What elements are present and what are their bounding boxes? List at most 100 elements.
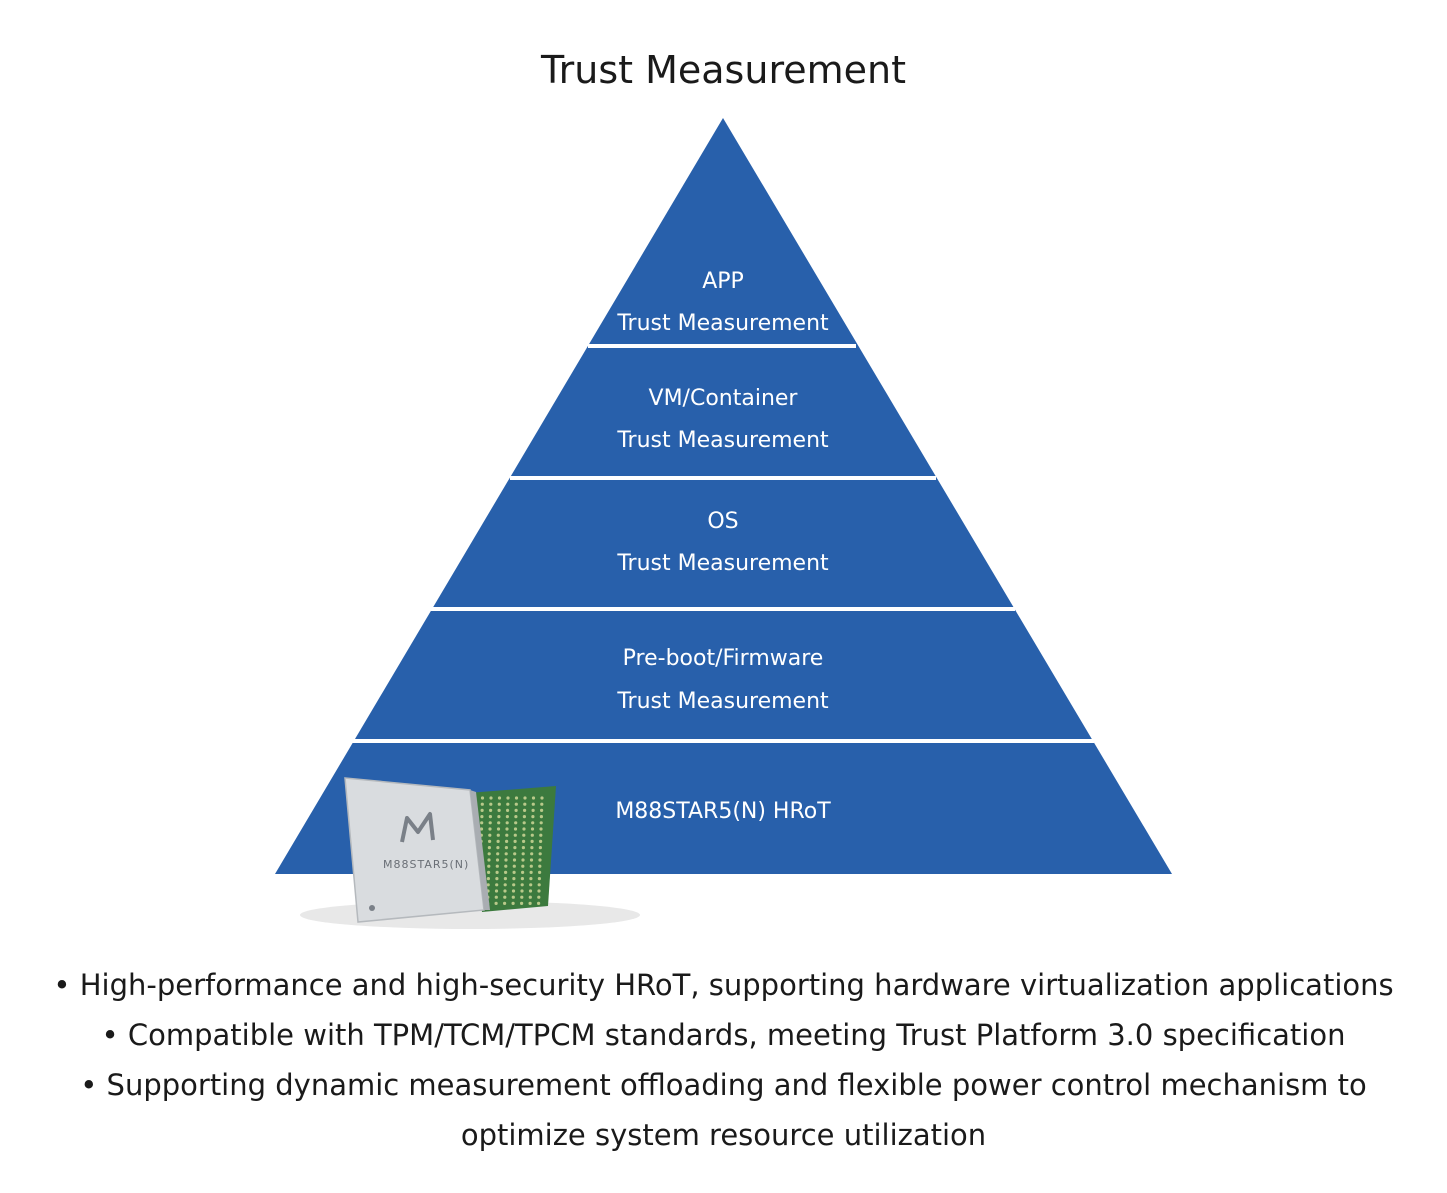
chip-pad: [538, 864, 542, 868]
chip-pad: [504, 858, 508, 862]
chip-pad: [494, 889, 499, 893]
chip-pad: [479, 827, 484, 831]
chip-pad: [494, 895, 498, 899]
chip-pad: [504, 852, 508, 856]
chip-pad: [529, 877, 533, 881]
chip-pad: [480, 796, 485, 800]
chip-pad: [489, 808, 493, 813]
chip-pad: [531, 815, 535, 819]
chip-pad: [488, 833, 492, 837]
chip-pad: [537, 877, 542, 881]
chip-pad: [528, 901, 532, 906]
chip-pad: [505, 827, 509, 831]
chip-pad: [495, 870, 499, 875]
chip-pad: [530, 852, 534, 856]
chip-pad: [513, 827, 518, 831]
chip-pad: [537, 895, 541, 899]
chip-pad: [514, 821, 518, 825]
layer-preboot-title: Pre-boot/Firmware: [623, 646, 824, 671]
chip-pad: [530, 827, 535, 831]
chip-pad: [529, 864, 533, 868]
chip-pad: [513, 839, 517, 844]
layer-app: APP Trust Measurement: [616, 269, 829, 336]
chip-pad: [538, 858, 542, 862]
chip-pad: [497, 796, 502, 800]
chip-pad: [511, 889, 516, 893]
chip-pad: [505, 815, 509, 819]
chip-pad: [497, 821, 501, 825]
chip-pad: [486, 883, 490, 887]
chip-pad: [488, 821, 492, 825]
chip-pad: [504, 846, 508, 850]
chip-pad: [530, 846, 534, 850]
chip-pad: [489, 802, 493, 806]
chip-pad: [512, 864, 516, 868]
chip-pad: [531, 808, 535, 813]
chip-pad: [538, 846, 543, 850]
chip-pad: [496, 846, 500, 850]
chip-pad: [538, 852, 542, 856]
chip-pad: [503, 877, 507, 881]
chip-pad: [537, 889, 541, 893]
chip-pad: [528, 889, 533, 893]
chip-pad: [540, 796, 544, 800]
chip-pad: [503, 895, 507, 899]
chip-pad: [513, 852, 517, 856]
chip-pad: [522, 815, 527, 819]
chip-pad: [495, 883, 499, 887]
chip-pad: [522, 839, 526, 844]
chip-pad: [512, 883, 516, 887]
chip-pad: [539, 827, 543, 831]
chip-pad: [489, 796, 493, 800]
layer-os-title: OS: [707, 509, 738, 534]
chip-pad: [512, 870, 516, 875]
chip-package-edge: [470, 790, 490, 910]
chip-pad: [530, 839, 534, 844]
chip-pad: [496, 827, 501, 831]
chip-pad: [520, 901, 524, 906]
layer-vm-title: VM/Container: [649, 386, 799, 411]
chip-pad: [512, 877, 516, 881]
chip-pad: [539, 833, 543, 837]
chip-pad: [504, 870, 508, 875]
layer-hrot: M88STAR5(N) HRoT: [615, 799, 831, 824]
chip-pad: [521, 846, 526, 850]
chip-pad: [496, 839, 500, 844]
chip-pad: [537, 901, 541, 906]
chip-pad: [503, 901, 507, 906]
chip-pcb-pads: [469, 796, 544, 906]
chip-pad: [540, 808, 544, 813]
chip-pad: [504, 864, 508, 868]
chip-pad: [523, 808, 527, 813]
chip-pad: [506, 802, 510, 806]
diagram-title: Trust Measurement: [541, 48, 906, 92]
chip-pad: [529, 870, 533, 875]
chip-pad: [497, 808, 501, 813]
chip-pad: [530, 833, 534, 837]
chip-pad: [520, 895, 524, 899]
layer-os-subtitle: Trust Measurement: [616, 551, 829, 576]
chip-pad: [513, 846, 517, 850]
chip-pad: [488, 827, 492, 831]
chip-pad: [503, 889, 507, 893]
chip-pad: [497, 802, 501, 806]
chip-pad: [539, 839, 543, 844]
layer-vm-subtitle: Trust Measurement: [616, 428, 829, 453]
chip-pin1-dot: [369, 905, 375, 911]
chip-pad: [521, 858, 525, 862]
chip-image: M88STAR5(N): [300, 777, 640, 929]
chip-pad: [497, 815, 501, 819]
chip-pad: [480, 808, 484, 813]
chip-pad: [487, 858, 491, 862]
chip-pad: [486, 877, 490, 881]
chip-pad: [506, 796, 510, 800]
chip-pad: [520, 877, 525, 881]
chip-pad: [487, 870, 491, 875]
chip-pad: [480, 815, 484, 819]
trust-pyramid: APP Trust Measurement VM/Container Trust…: [275, 118, 1172, 929]
chip-pad: [522, 827, 526, 831]
chip-pad: [531, 796, 536, 800]
chip-pad: [520, 883, 524, 887]
chip-pad: [529, 883, 533, 887]
chip-pad: [523, 802, 527, 806]
